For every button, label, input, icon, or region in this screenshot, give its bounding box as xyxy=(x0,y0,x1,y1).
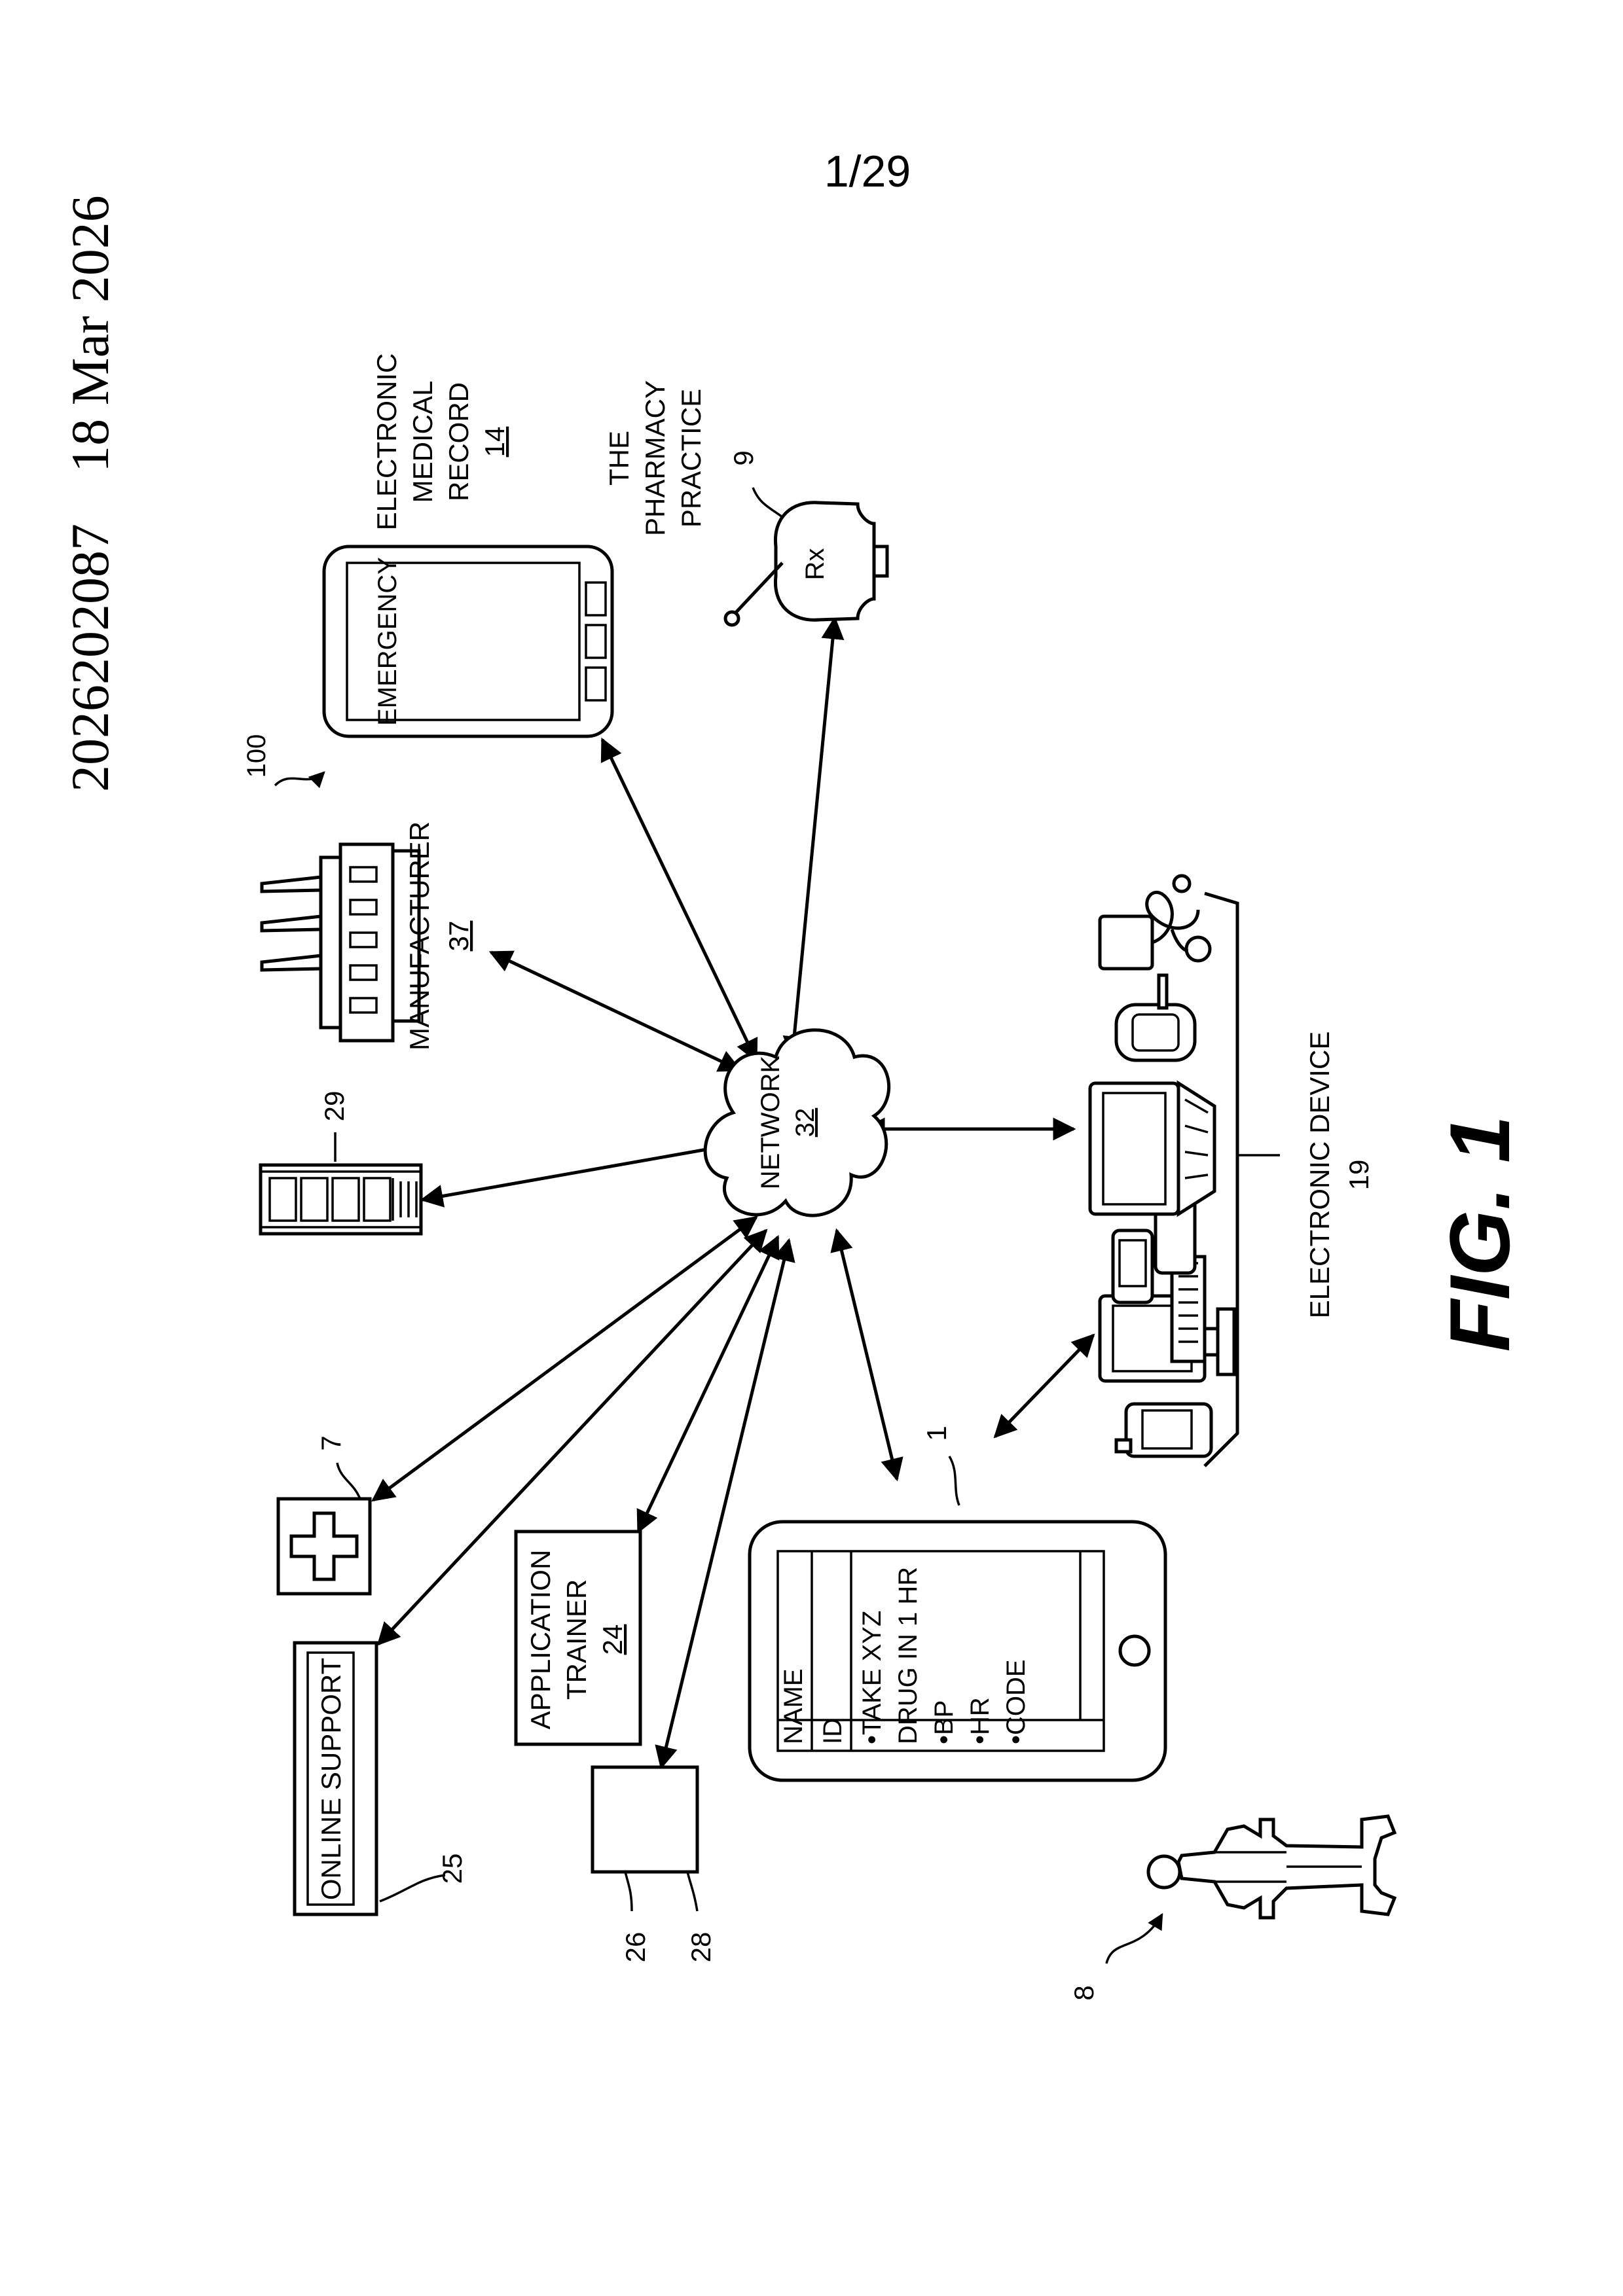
smartphone-icon xyxy=(1116,1404,1211,1456)
arrow-network-pharmacy xyxy=(792,619,835,1057)
emr-label-1: ELECTRONIC xyxy=(371,353,402,531)
application-trainer-box: APPLICATION TRAINER 24 xyxy=(516,1532,640,1744)
server-rack-icon: 29 xyxy=(261,1091,421,1234)
person-icon: 8 xyxy=(1068,1816,1395,2001)
storage-box: 26 28 xyxy=(593,1767,716,1962)
electronic-devices-cluster: ELECTRONIC DEVICE 19 xyxy=(1090,876,1374,1466)
network-label: NETWORK xyxy=(756,1055,785,1189)
user-device-line-2: DRUG IN 1 HR xyxy=(894,1567,922,1744)
user-device-line-5: •CODE xyxy=(1002,1659,1030,1744)
user-device-row-2: ID xyxy=(818,1718,847,1744)
home-button-icon xyxy=(1120,1636,1149,1665)
medical-cross-icon: 7 xyxy=(278,1435,370,1594)
online-support-box: ONLINE SUPPORT 25 xyxy=(295,1643,467,1914)
user-smartphone: NAME ID •TAKE XYZ DRUG IN 1 HR •BP •HR •… xyxy=(750,1426,1165,1780)
publication-date: 18 Mar 2026 xyxy=(60,195,120,473)
arrow-network-app-trainer xyxy=(638,1237,778,1532)
network-cloud: NETWORK 32 xyxy=(705,1030,888,1215)
app-trainer-ref: 24 xyxy=(597,1624,628,1655)
app-trainer-label-1: APPLICATION xyxy=(525,1550,556,1730)
arrow-network-server xyxy=(422,1144,737,1200)
pharmacy-mortar-icon: Rx THE PHARMACY PRACTICE 9 xyxy=(604,380,887,625)
online-support-ref: 25 xyxy=(437,1854,467,1884)
emr-tablet: EMERGENCY ELECTRONIC MEDICAL RECORD 14 xyxy=(324,353,612,736)
medical-device-icon xyxy=(1100,876,1210,969)
medical-ref: 7 xyxy=(316,1435,346,1450)
electronic-device-label: ELECTRONIC DEVICE xyxy=(1304,1031,1335,1319)
pharmacy-label-1: THE xyxy=(604,431,634,486)
emr-ref: 14 xyxy=(479,427,510,457)
arrow-device-user-device xyxy=(995,1335,1093,1437)
arrow-network-medical xyxy=(373,1217,756,1500)
user-device-line-1: •TAKE XYZ xyxy=(858,1611,886,1744)
network-ref: 32 xyxy=(791,1108,820,1138)
user-device-line-3: •BP xyxy=(930,1700,958,1744)
box-ref-b: 28 xyxy=(685,1932,716,1963)
arrow-network-user-device xyxy=(837,1230,897,1479)
pharmacy-rx: Rx xyxy=(801,548,830,581)
publication-number: 2026202087 xyxy=(60,524,120,792)
figure-label: FIG. 1 xyxy=(1432,1115,1527,1352)
online-support-label: ONLINE SUPPORT xyxy=(316,1658,346,1900)
pharmacy-ref: 9 xyxy=(728,450,759,465)
box-ref-a: 26 xyxy=(620,1932,651,1963)
emr-label-3: RECORD xyxy=(443,382,474,501)
factory-icon: MANUFACTURER 37 xyxy=(262,821,474,1050)
arrow-network-emr xyxy=(602,740,756,1060)
person-ref: 8 xyxy=(1068,1985,1099,2000)
system-ref: 100 xyxy=(242,734,324,785)
wearable-device-icon xyxy=(1116,975,1195,1060)
pharmacy-label-2: PHARMACY xyxy=(640,380,670,536)
manufacturer-label: MANUFACTURER xyxy=(404,821,435,1050)
user-device-ref: 1 xyxy=(921,1426,952,1441)
user-device-line-4: •HR xyxy=(966,1697,994,1744)
electronic-device-ref: 19 xyxy=(1343,1160,1374,1191)
arrow-network-manufacturer xyxy=(491,952,740,1070)
pharmacy-label-3: PRACTICE xyxy=(676,389,706,528)
emr-label-2: MEDICAL xyxy=(407,381,438,503)
server-ref: 29 xyxy=(319,1091,350,1122)
laptop-icon xyxy=(1090,1083,1214,1214)
page-number: 1/29 xyxy=(824,147,911,196)
user-device-row-1: NAME xyxy=(779,1668,808,1744)
app-trainer-label-2: TRAINER xyxy=(561,1579,592,1700)
emr-screen-text: EMERGENCY xyxy=(373,557,402,726)
system-ref-label: 100 xyxy=(242,734,271,778)
manufacturer-ref: 37 xyxy=(443,921,474,952)
